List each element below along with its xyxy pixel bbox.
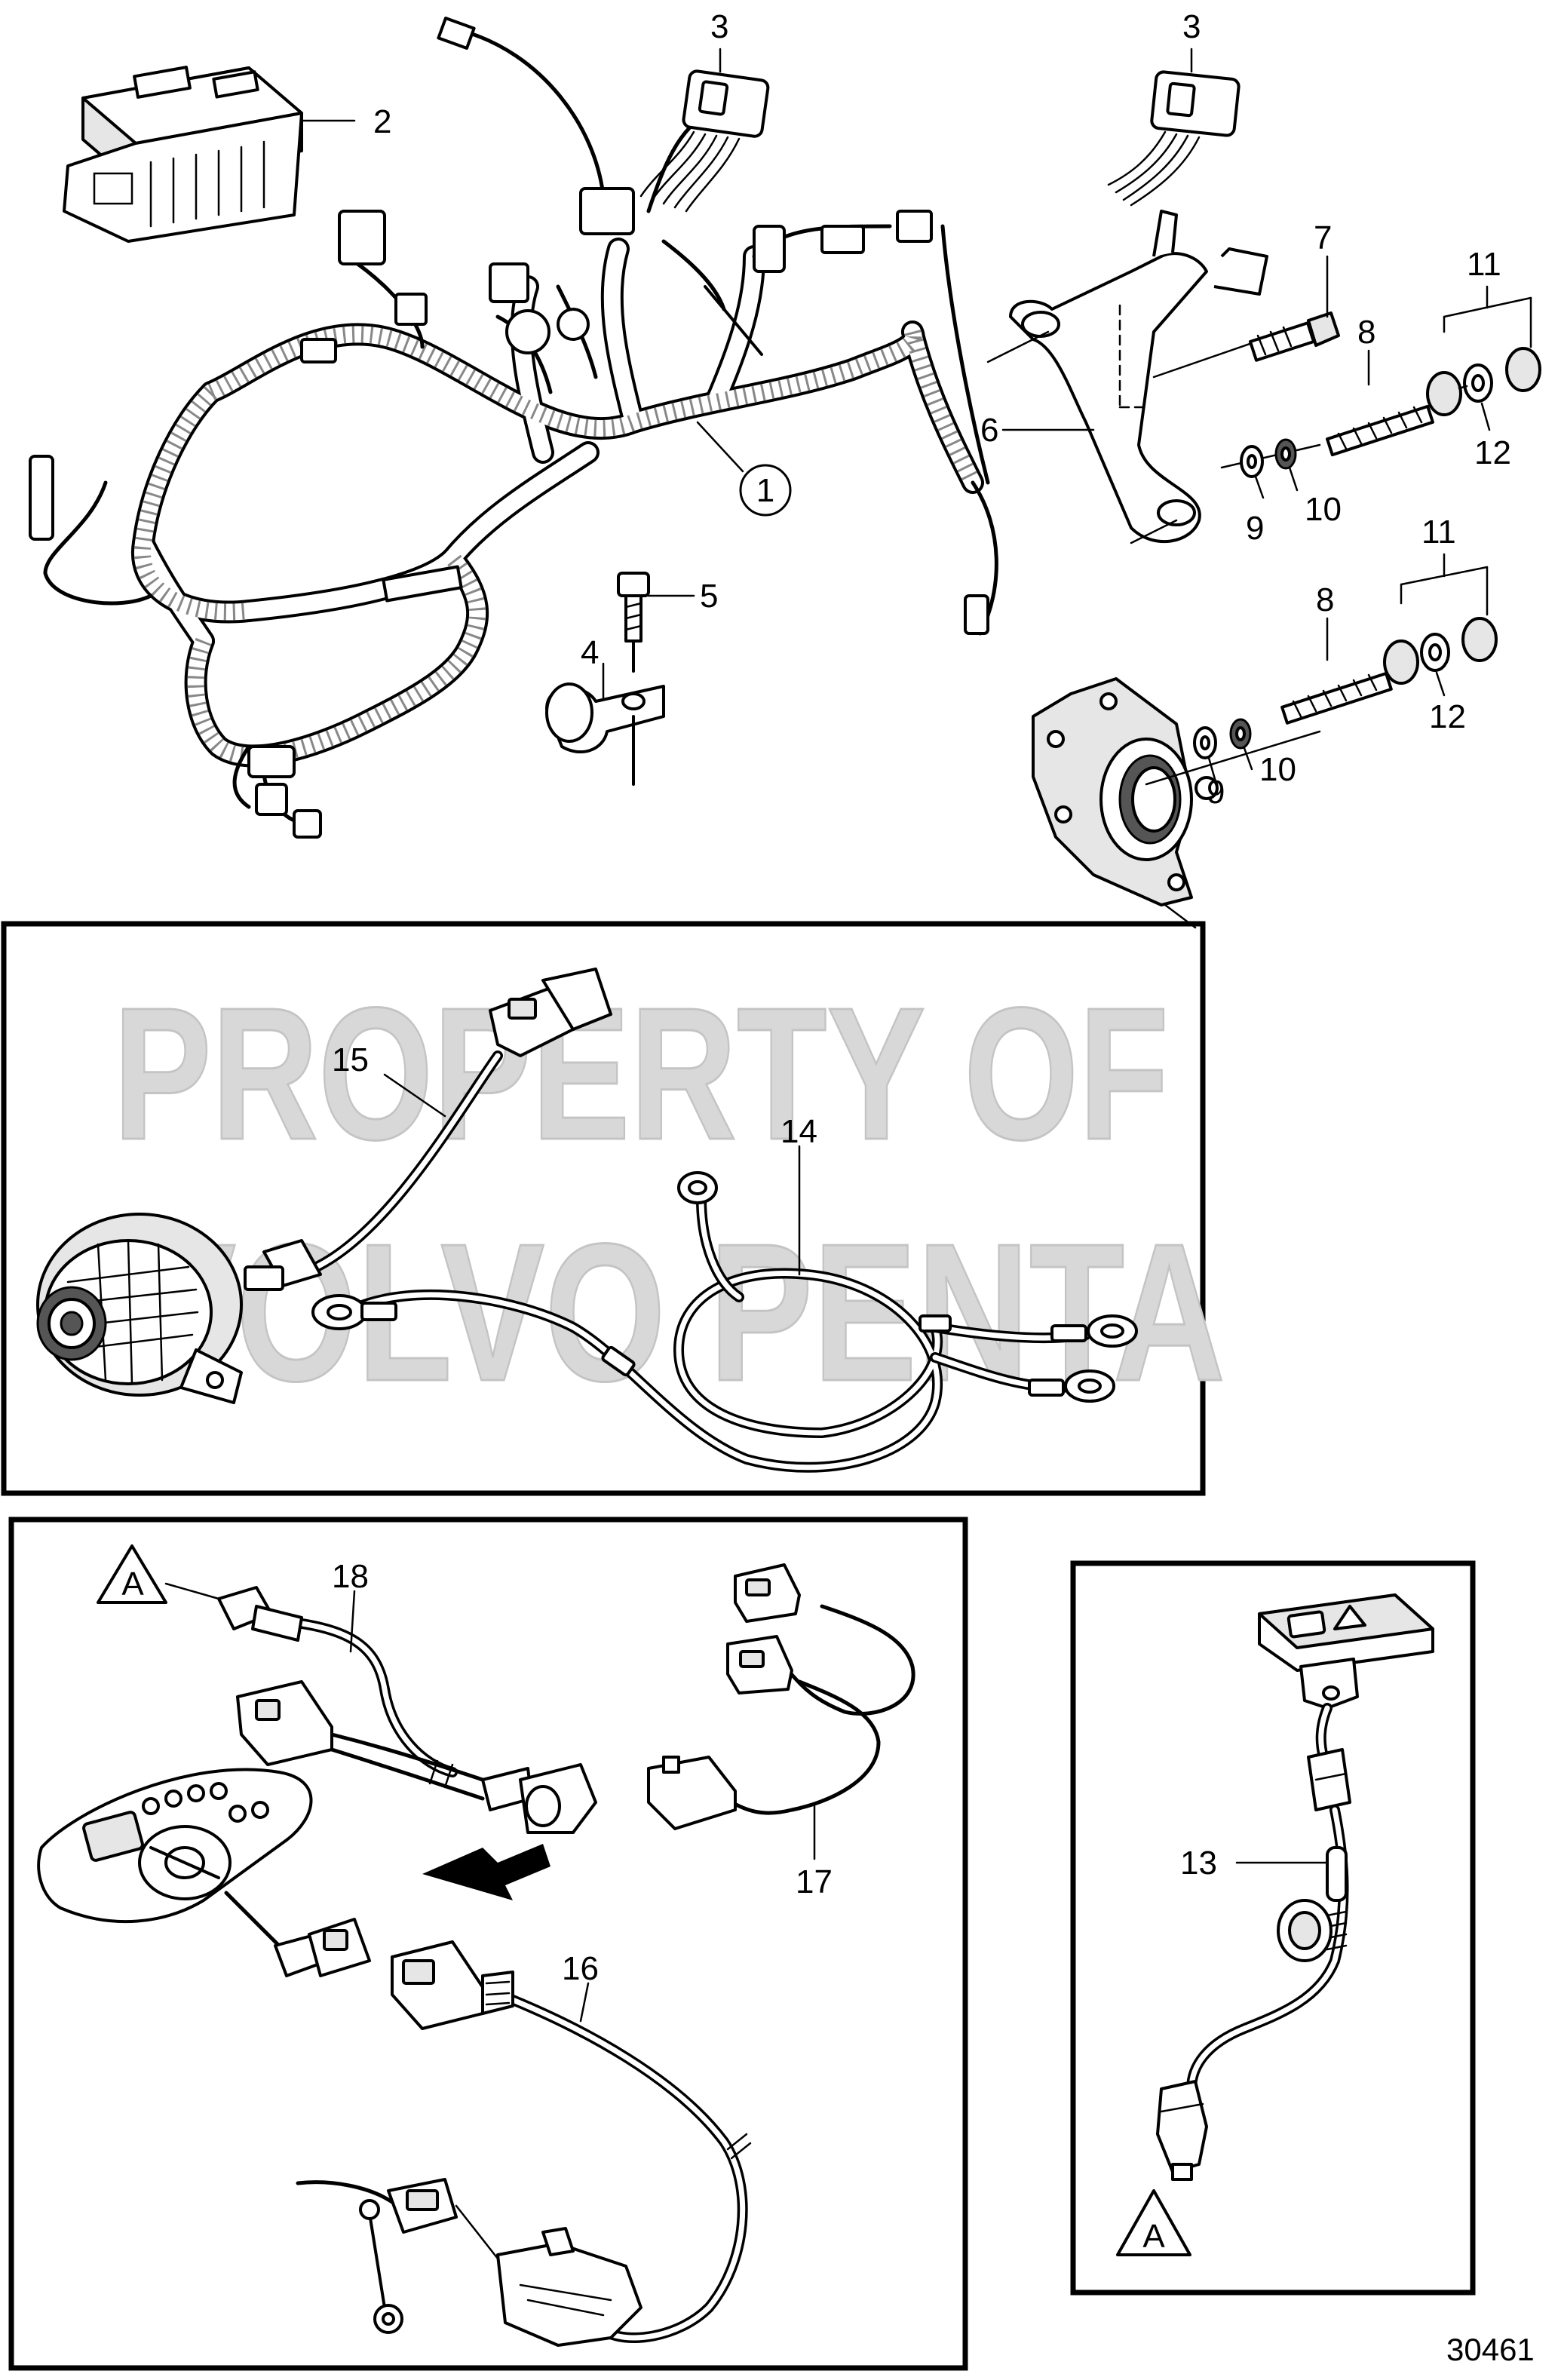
instrument-extension-panel — [8, 1517, 968, 2371]
callout-9b: 9 — [1207, 774, 1225, 811]
callout-18: 18 — [332, 1558, 369, 1595]
adapter-cable-17 — [647, 1563, 915, 1860]
figure-number: 30461 — [1446, 2332, 1535, 2367]
callout-5: 5 — [700, 578, 718, 615]
flat-washer-upper — [1240, 445, 1264, 478]
watermark-line1: PROPERTY OF — [113, 968, 1169, 1179]
stud-bolt-lower — [1145, 671, 1393, 786]
nuts-washers-lower — [1383, 617, 1498, 685]
callout-12b: 12 — [1429, 698, 1466, 735]
callout-2: 2 — [373, 103, 391, 140]
engine-harness-connector — [296, 2178, 642, 2347]
callout-11b: 11 — [1421, 514, 1456, 551]
extension-cable-18 — [217, 1586, 597, 1834]
main-engine-wiring-harness — [29, 17, 998, 839]
bracket-11-upper — [1443, 285, 1532, 431]
callout-10b: 10 — [1259, 751, 1296, 788]
alarm-panel-cable-13 — [1156, 1703, 1351, 2181]
callout-labels: 2 3 3 1 5 4 7 11 8 6 12 9 10 11 8 12 9 1… — [332, 8, 1535, 2367]
instrument-panel — [37, 1768, 313, 1955]
reference-marker-a2: A — [1116, 2189, 1191, 2256]
callout-3b: 3 — [1182, 8, 1201, 45]
callout-7: 7 — [1314, 219, 1332, 256]
callout-11a: 11 — [1467, 246, 1501, 283]
leader-lines-middle — [383, 1073, 801, 1276]
callout-3a: 3 — [710, 8, 728, 45]
cable-clamp — [545, 682, 665, 786]
direction-arrow — [422, 1844, 550, 1900]
bracket-11-lower — [1400, 553, 1489, 697]
lock-washer-upper — [1274, 438, 1297, 470]
stud-bolt-upper — [1220, 404, 1434, 469]
flat-washer-lower — [1193, 726, 1217, 759]
fuse-relay-box — [63, 66, 303, 243]
reference-marker-a2-label: A — [1142, 2218, 1165, 2255]
flywheel-housing — [1032, 677, 1219, 929]
nuts-washers-upper — [1426, 347, 1541, 416]
callout-17: 17 — [796, 1863, 833, 1900]
callout-14: 14 — [780, 1113, 817, 1150]
alternator-sensor-cable — [244, 968, 612, 1291]
callout-15: 15 — [332, 1041, 369, 1078]
leader-lines-lower-left — [349, 1590, 590, 2023]
lock-washer-lower — [1229, 718, 1252, 750]
main-extension-cable-16 — [274, 1918, 752, 2343]
callout-16: 16 — [562, 1950, 599, 1987]
callout-12a: 12 — [1474, 434, 1511, 471]
reference-marker-a1-label: A — [121, 1566, 144, 1603]
callout-8a: 8 — [1357, 314, 1375, 351]
clamp-bolt — [617, 572, 650, 673]
reference-marker-a1: A — [97, 1544, 220, 1604]
bracket-screw — [1152, 311, 1340, 379]
property-watermark: PROPERTY OF VOLVO PENTA — [112, 968, 1227, 1424]
mounting-bracket — [1009, 210, 1268, 544]
callout-1: 1 — [756, 472, 774, 509]
battery-cable-set — [311, 1171, 1138, 1473]
leader-lines-top — [300, 48, 1370, 786]
callout-13: 13 — [1180, 1845, 1217, 1882]
callout-9a: 9 — [1246, 510, 1264, 547]
callout-6: 6 — [980, 412, 998, 449]
alarm-panel — [1258, 1593, 1434, 1710]
callout-10a: 10 — [1305, 491, 1342, 528]
callout-8b: 8 — [1316, 581, 1334, 618]
alternator — [36, 1213, 243, 1404]
callout-4: 4 — [581, 634, 599, 671]
callout-1-circle: 1 — [739, 464, 792, 517]
alternator-cables-panel — [1, 921, 1206, 1496]
alarm-panel-cable-panel — [1070, 1560, 1476, 2296]
multipin-connector-left — [639, 69, 770, 213]
multipin-connector-right — [1107, 70, 1241, 207]
